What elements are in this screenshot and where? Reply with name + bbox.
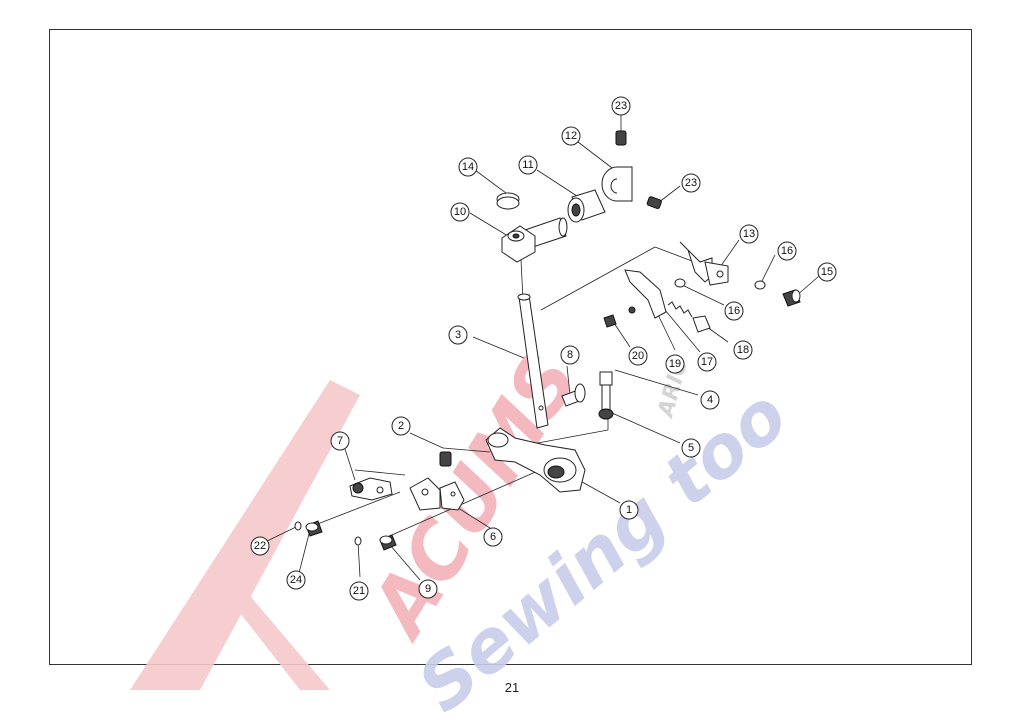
svg-text:18: 18	[737, 344, 749, 356]
bracket-13	[679, 241, 729, 286]
callout-11: 11	[518, 155, 538, 175]
callout-23-side: 23	[681, 173, 701, 193]
spring-clip-14	[496, 192, 520, 210]
svg-text:6: 6	[490, 531, 496, 543]
svg-text:13: 13	[743, 228, 755, 240]
crank-pin-10	[501, 217, 568, 263]
svg-text:12: 12	[565, 130, 577, 142]
callout-10: 10	[450, 202, 470, 222]
svg-text:3: 3	[455, 329, 461, 341]
svg-text:2: 2	[398, 420, 404, 432]
callout-24: 24	[286, 570, 306, 590]
washer-16-left	[674, 278, 686, 288]
washer-21	[354, 536, 362, 546]
callout-15: 15	[817, 262, 837, 282]
bushing-11	[567, 189, 606, 223]
lever-1	[485, 427, 586, 493]
callout-16-right: 16	[777, 241, 797, 261]
callout-23-top: 23	[611, 96, 631, 116]
plate-17	[624, 269, 667, 319]
bolt-4	[599, 371, 613, 411]
parts	[294, 130, 801, 551]
watermark-red-swoosh-2	[230, 590, 330, 690]
svg-text:22: 22	[254, 540, 266, 552]
svg-text:8: 8	[567, 349, 573, 361]
svg-text:1: 1	[626, 504, 632, 516]
set-screw-2	[439, 451, 452, 467]
spring-19	[667, 301, 693, 318]
screw-20	[603, 314, 617, 328]
link-7	[349, 477, 393, 501]
bracket-6	[409, 477, 465, 511]
svg-text:16: 16	[781, 245, 793, 257]
diagram-frame	[49, 29, 972, 665]
callout-6: 6	[483, 527, 503, 547]
svg-text:5: 5	[688, 442, 694, 454]
svg-text:7: 7	[337, 435, 343, 447]
callout-5: 5	[681, 438, 701, 458]
screw-15	[782, 289, 801, 307]
washer-16-right	[754, 280, 766, 290]
screw-24	[305, 520, 323, 537]
callout-7: 7	[330, 431, 350, 451]
page-number: 21	[504, 680, 520, 695]
nut-18	[692, 315, 711, 333]
set-screw-23-top	[615, 130, 627, 146]
svg-text:24: 24	[290, 574, 302, 586]
svg-text:21: 21	[353, 585, 365, 597]
svg-text:15: 15	[821, 266, 833, 278]
collar-12	[601, 166, 633, 202]
callout-1: 1	[619, 500, 639, 520]
rod-3	[517, 293, 549, 429]
pin-8	[561, 383, 586, 407]
set-screw-23-side	[646, 196, 662, 210]
callout-13: 13	[739, 224, 759, 244]
svg-text:4: 4	[707, 394, 713, 406]
svg-text:20: 20	[632, 350, 644, 362]
svg-text:10: 10	[454, 206, 466, 218]
callouts: 1 2 3 4 5 6 7 8 9 10 11 12 13 14 15 16 1…	[250, 96, 837, 601]
callout-19: 19	[665, 354, 685, 374]
callout-16-left: 16	[724, 301, 744, 321]
callout-18: 18	[733, 340, 753, 360]
svg-text:16: 16	[728, 305, 740, 317]
callout-3: 3	[448, 325, 468, 345]
callout-9: 9	[418, 579, 438, 599]
svg-text:9: 9	[425, 583, 431, 595]
svg-text:14: 14	[462, 161, 474, 173]
callout-8: 8	[560, 345, 580, 365]
callout-14: 14	[458, 157, 478, 177]
callout-21: 21	[349, 581, 369, 601]
leader-lines	[264, 114, 820, 581]
callout-22: 22	[250, 536, 270, 556]
watermark-red-swoosh	[130, 380, 360, 690]
callout-12: 12	[561, 126, 581, 146]
callout-4: 4	[700, 390, 720, 410]
svg-text:11: 11	[522, 159, 533, 171]
svg-text:17: 17	[701, 356, 713, 368]
screw-9	[379, 534, 397, 551]
callout-20: 20	[628, 346, 648, 366]
svg-text:23: 23	[615, 100, 627, 112]
svg-text:23: 23	[685, 177, 697, 189]
svg-text:19: 19	[669, 358, 681, 370]
callout-2: 2	[391, 416, 411, 436]
callout-17: 17	[697, 352, 717, 372]
nut-5	[598, 408, 614, 420]
washer-22	[294, 521, 302, 531]
